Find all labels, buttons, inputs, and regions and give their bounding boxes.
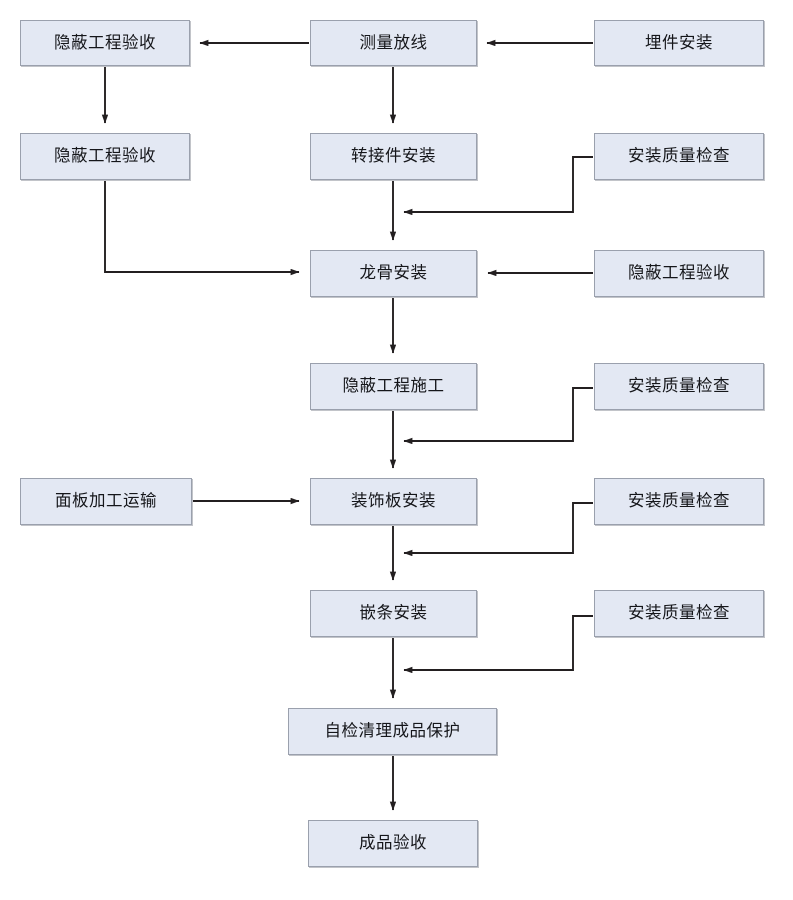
node-yinbi-gongcheng-shigong[interactable]: 隐蔽工程施工 [310, 363, 477, 410]
node-label: 安装质量检查 [628, 377, 730, 396]
node-label: 成品验收 [359, 834, 427, 853]
node-label: 安装质量检查 [628, 492, 730, 511]
node-label: 安装质量检查 [628, 147, 730, 166]
node-label: 龙骨安装 [359, 264, 428, 283]
node-zijian-qingli-chengpin-baohu[interactable]: 自检清理成品保护 [288, 708, 497, 755]
node-zhuanjiejian-anzhuang[interactable]: 转接件安装 [310, 133, 477, 180]
node-label: 转接件安装 [351, 147, 436, 166]
node-yinbi-gongcheng-yanshou-2[interactable]: 隐蔽工程验收 [20, 133, 190, 180]
node-label: 隐蔽工程施工 [342, 377, 445, 396]
node-label: 装饰板安装 [351, 492, 436, 511]
edge-yinbi2-to-longgu [104, 181, 300, 276]
node-label: 隐蔽工程验收 [54, 33, 156, 52]
node-yinbi-gongcheng-yanshou-3[interactable]: 隐蔽工程验收 [594, 250, 764, 297]
node-label: 隐蔽工程验收 [628, 264, 730, 283]
node-qiantiao-anzhuang[interactable]: 嵌条安装 [310, 590, 477, 637]
node-longgu-anzhuang[interactable]: 龙骨安装 [310, 250, 477, 297]
node-label: 埋件安装 [645, 33, 713, 52]
node-label: 安装质量检查 [628, 604, 730, 623]
node-anzhuang-zhiliang-jiancha-2[interactable]: 安装质量检查 [594, 363, 764, 410]
node-yinbi-gongcheng-yanshou-1[interactable]: 隐蔽工程验收 [20, 20, 190, 66]
node-mianban-jiagong-yunshu[interactable]: 面板加工运输 [20, 478, 192, 525]
node-zhuangshiban-anzhuang[interactable]: 装饰板安装 [310, 478, 477, 525]
node-label: 嵌条安装 [359, 604, 428, 623]
node-celiang-fangxian[interactable]: 测量放线 [310, 20, 477, 66]
node-label: 自检清理成品保护 [324, 722, 461, 741]
node-label: 隐蔽工程验收 [54, 147, 156, 166]
node-chengpin-yanshou[interactable]: 成品验收 [308, 820, 478, 867]
node-maijian-anzhuang[interactable]: 埋件安装 [594, 20, 764, 66]
node-anzhuang-zhiliang-jiancha-4[interactable]: 安装质量检查 [594, 590, 764, 637]
node-label: 面板加工运输 [55, 492, 157, 511]
node-anzhuang-zhiliang-jiancha-3[interactable]: 安装质量检查 [594, 478, 764, 525]
node-label: 测量放线 [359, 33, 428, 52]
node-anzhuang-zhiliang-jiancha-1[interactable]: 安装质量检查 [594, 133, 764, 180]
